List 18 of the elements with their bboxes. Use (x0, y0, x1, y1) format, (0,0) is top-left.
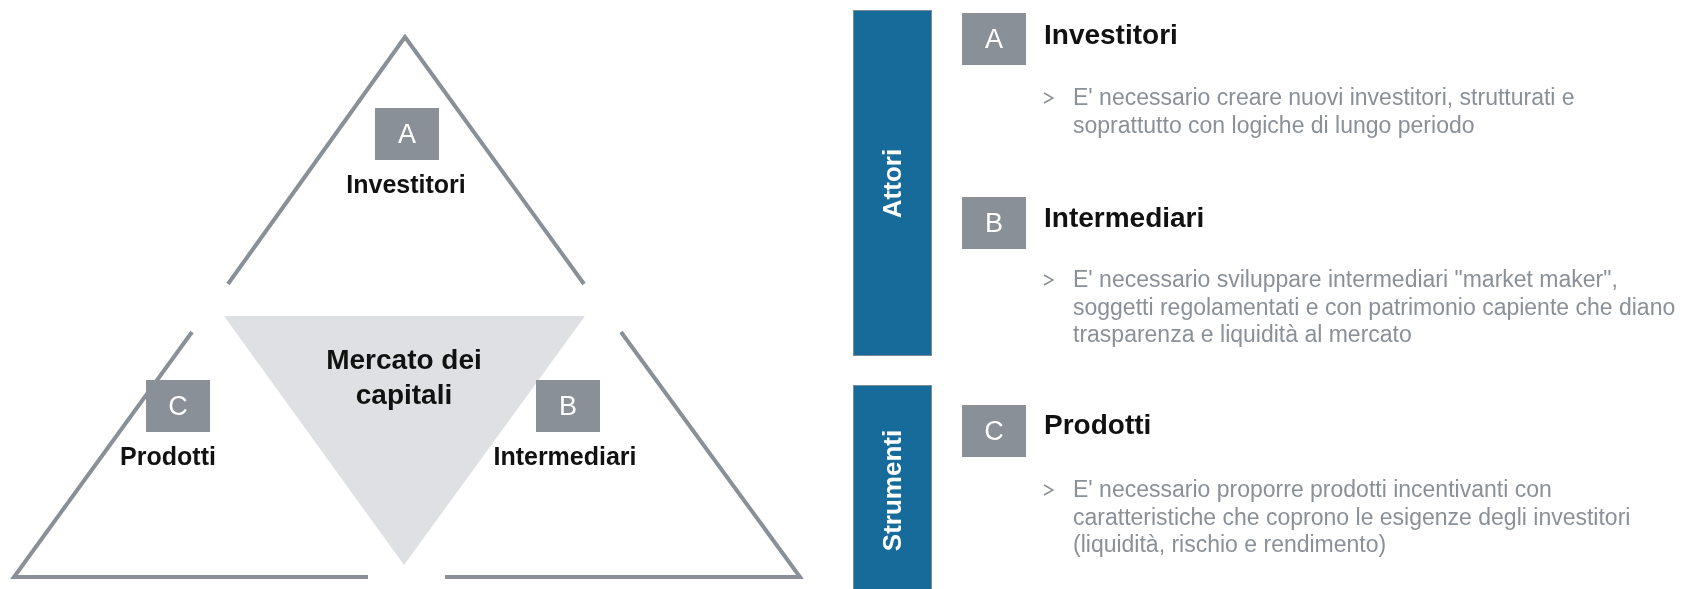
bullet-text: E' necessario proporre prodotti incentivanti con caratteristiche che coprono le esigenze degli investitori (liquidità, rischio e rendimento) (1073, 476, 1632, 559)
section-heading: Intermediari (1044, 202, 1205, 234)
letter-badge: C (146, 380, 210, 432)
node-label: Intermediari (493, 442, 637, 471)
section-heading: Investitori (1044, 19, 1178, 51)
letter-badge: A (375, 108, 439, 160)
letter-badge: B (536, 380, 600, 432)
node-label: Investitori (346, 170, 466, 199)
letter-badge: A (962, 13, 1026, 65)
letter-badge: C (962, 405, 1026, 457)
bullet-text: E' necessario sviluppare intermediari "market maker", soggetti regolamentati e con patrimonio capiente che diano trasparenza e liquidità al mercato (1073, 266, 1677, 349)
letter-badge: B (962, 197, 1026, 249)
section-heading: Prodotti (1044, 409, 1152, 441)
category-band: Strumenti (853, 385, 932, 589)
node-label: Prodotti (120, 442, 216, 471)
bullet-text: E' necessario creare nuovi investitori, strutturati e soprattutto con logiche di lungo periodo (1073, 84, 1576, 140)
category-band: Attori (853, 10, 932, 356)
node-label: Mercato dei capitali (325, 343, 483, 412)
